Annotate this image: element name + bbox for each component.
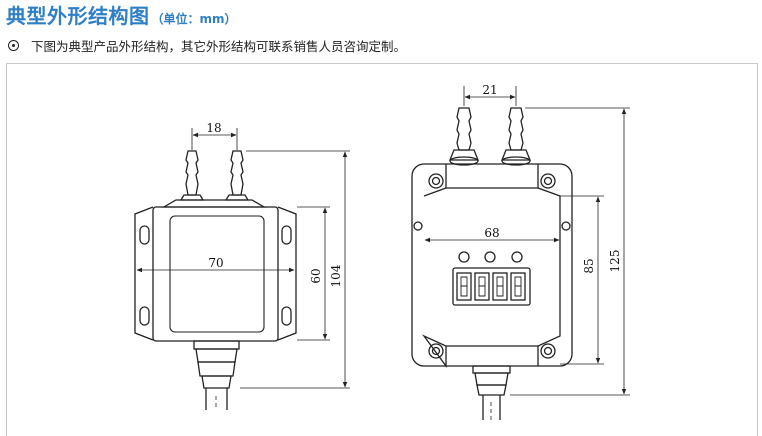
front-view <box>411 107 573 420</box>
dim-width-left: 70 <box>208 256 223 270</box>
right-nozzle-1 <box>449 107 479 166</box>
unit-label: （单位：mm） <box>151 12 237 26</box>
side-view-dimensions <box>136 128 350 389</box>
dim-body-height-right: 85 <box>582 258 596 273</box>
page-title: 典型外形结构图 <box>6 4 150 28</box>
dim-total-height-right: 125 <box>608 250 622 273</box>
drawing-frame <box>6 63 758 436</box>
note-text: 下图为典型产品外形结构，其它外形结构可联系销售人员咨询定制。 <box>31 39 407 54</box>
dim-body-height-left: 60 <box>309 268 323 283</box>
note-row: 下图为典型产品外形结构，其它外形结构可联系销售人员咨询定制。 <box>8 36 406 55</box>
side-view <box>134 150 297 410</box>
circle-dot-icon <box>8 40 19 51</box>
dim-nozzle-spacing-right: 21 <box>482 83 497 97</box>
page-header: 典型外形结构图 （单位：mm） <box>6 0 237 30</box>
left-nozzle-2 <box>224 150 250 201</box>
right-nozzle-2 <box>501 107 531 166</box>
dim-nozzle-spacing-left: 18 <box>206 121 221 135</box>
left-nozzle-1 <box>179 150 205 201</box>
dim-total-height-left: 104 <box>329 264 343 287</box>
dim-width-right: 68 <box>484 226 499 240</box>
front-view-dimensions <box>424 86 630 396</box>
